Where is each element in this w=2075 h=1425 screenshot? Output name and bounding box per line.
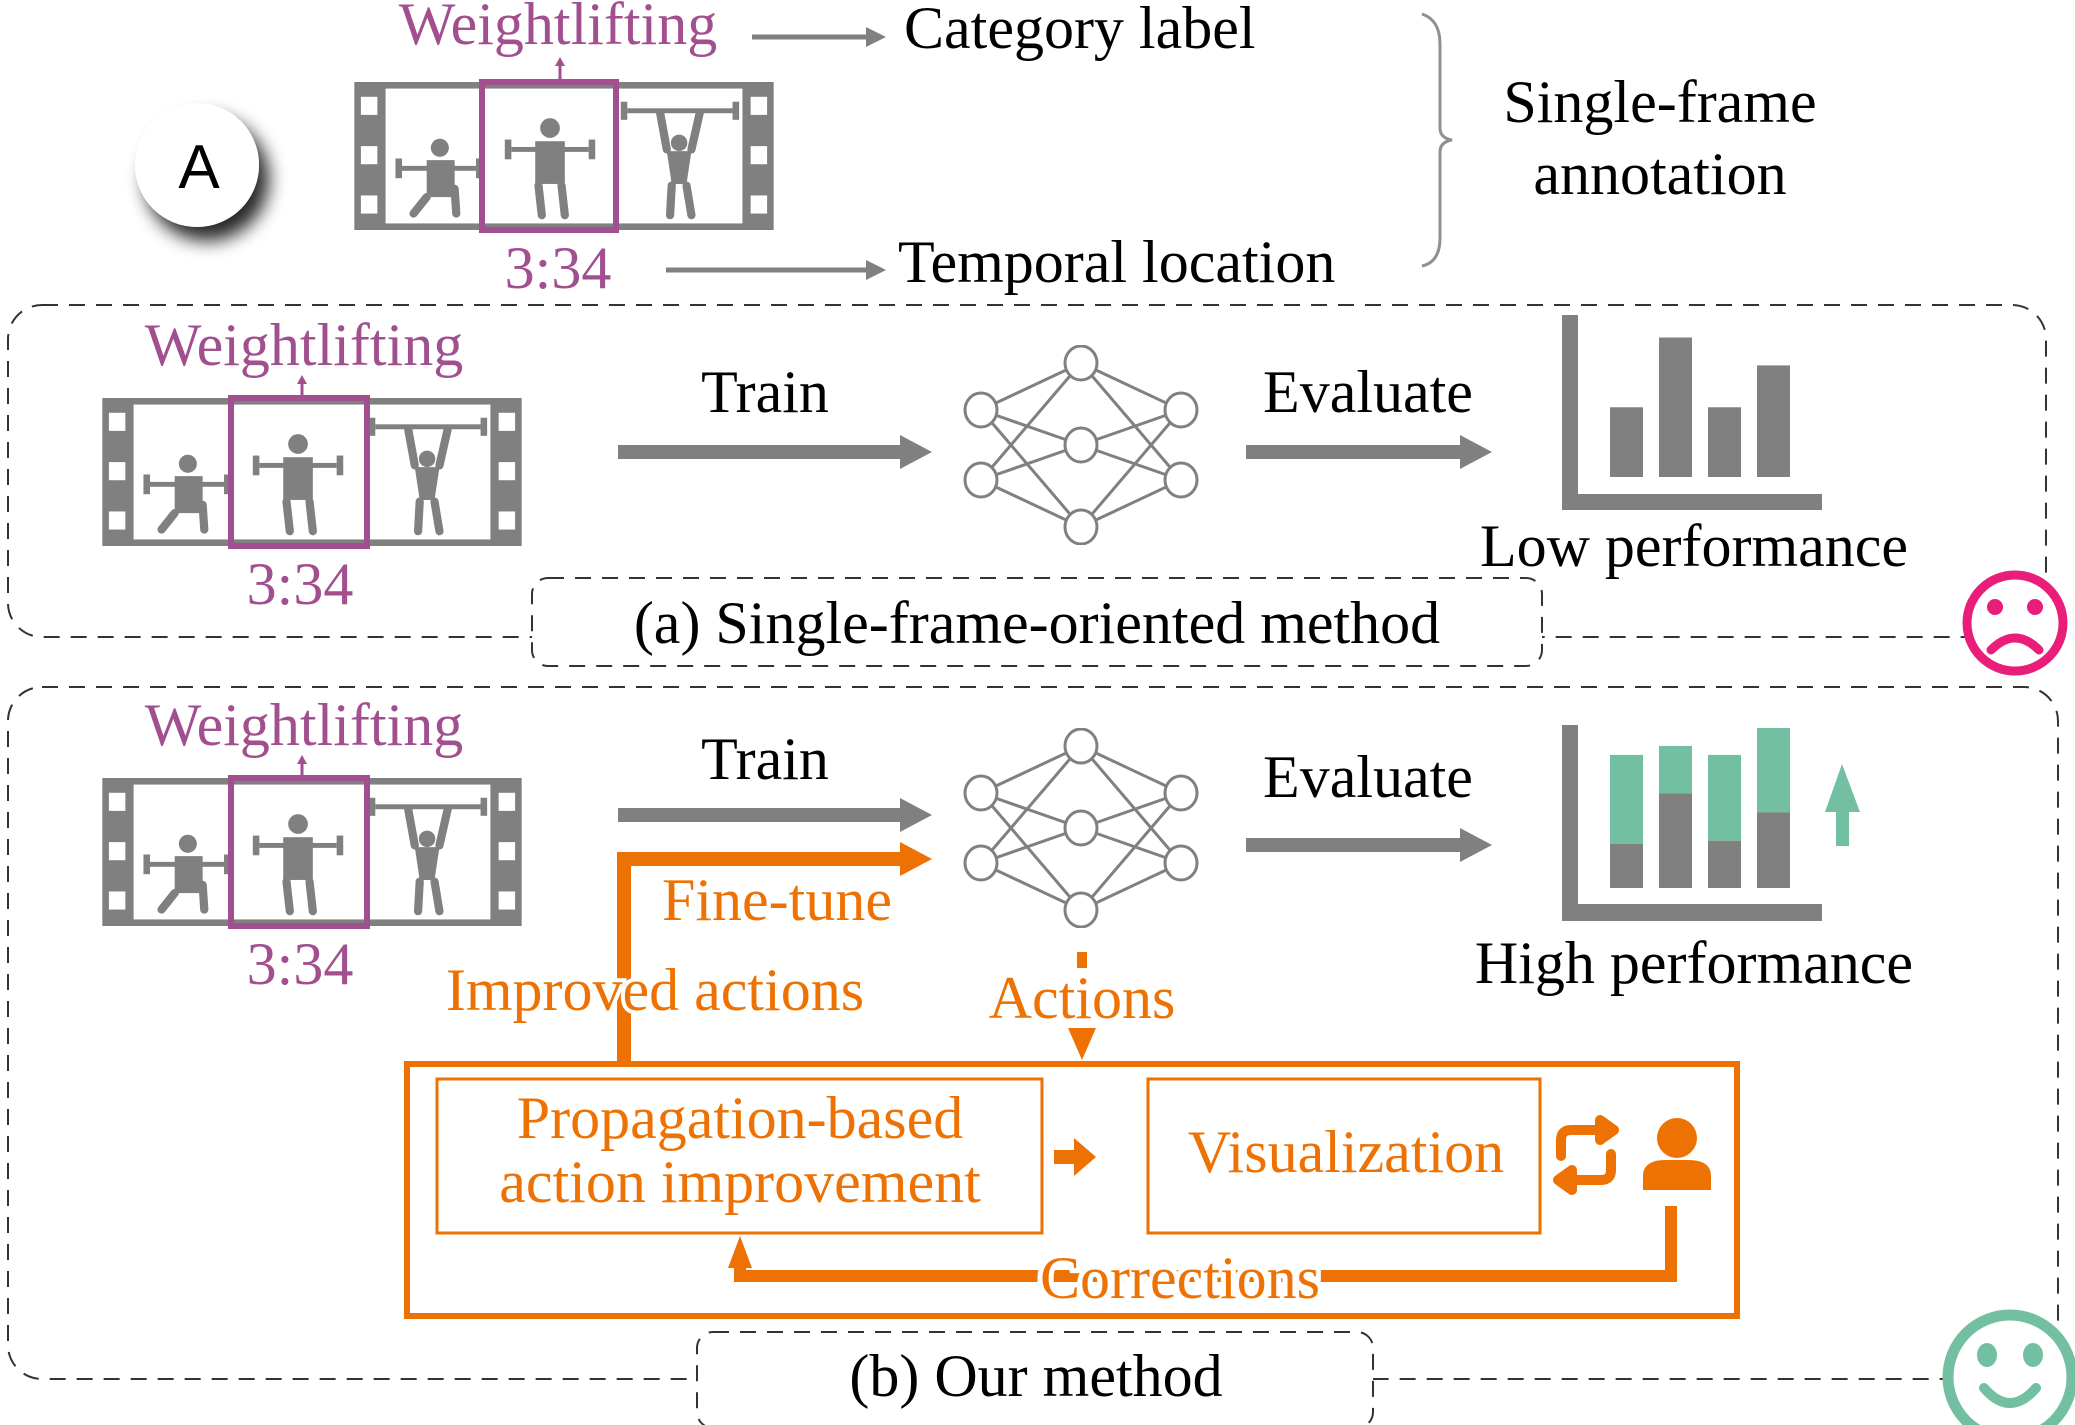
panel-a-timestamp: 3:34: [247, 551, 354, 617]
panel-a-chart-x-axis: [1562, 494, 1822, 510]
panel-a-bar: [1610, 407, 1643, 477]
panel-a-caption: (a) Single-frame-oriented method: [634, 590, 1440, 656]
panel-b-bar-base: [1708, 840, 1741, 888]
panel-a-caption-box: [531, 577, 1543, 667]
panel-b-category: Weightlifting: [145, 692, 463, 758]
panel-b-actions-arrow: [1068, 952, 1096, 1060]
panel-b-caption-box: [696, 1331, 1374, 1425]
improvement-up-arrow: [1825, 764, 1860, 846]
panel-b-bar-improvement: [1757, 728, 1790, 813]
panel-b-bar-improvement: [1659, 745, 1692, 794]
panel-b-result-label: High performance: [1475, 930, 1913, 996]
panel-a-category: Weightlifting: [145, 312, 463, 378]
annotation-brace: [1421, 12, 1453, 268]
category-up-arrow: [555, 57, 565, 82]
panel-b-bar-chart-icon: [1562, 725, 1860, 921]
panel-a-bar: [1757, 365, 1790, 477]
panel-b-chart-y-axis: [1562, 725, 1578, 921]
panel-b-chart-x-axis: [1562, 904, 1822, 921]
propagation-box-line2: action improvement: [499, 1149, 981, 1215]
film-strip-top: [354, 82, 773, 230]
panel-a-result-label: Low performance: [1480, 513, 1908, 579]
timestamp-top: 3:34: [505, 235, 612, 301]
sad-face-icon: [1962, 570, 2068, 676]
brace-label-line2: annotation: [1533, 141, 1786, 207]
panel-b-actions-label: Actions: [989, 965, 1176, 1031]
panel-a-bar: [1659, 337, 1692, 477]
panel-b-bar-improvement: [1610, 754, 1643, 844]
header-section: A Weightlifting 3:34 Category label Temp…: [135, 0, 1817, 301]
user-icon: [1643, 1118, 1711, 1190]
brace-label-line1: Single-frame: [1503, 69, 1816, 135]
refresh-loop-icon: [1553, 1115, 1619, 1195]
category-label-top: Weightlifting: [399, 0, 717, 57]
panel-b-bar-improvement: [1708, 754, 1741, 841]
panel-our-method: Weightlifting 3:34 Train Fine-tune Impro…: [7, 686, 2075, 1425]
panel-b-bar-base: [1610, 843, 1643, 888]
category-label-caption: Category label: [904, 0, 1256, 61]
panel-b-bar-base: [1757, 812, 1790, 888]
temporal-arrow: [666, 260, 886, 280]
panel-b-train-label: Train: [701, 726, 829, 792]
panel-b-timestamp: 3:34: [247, 931, 354, 997]
panel-a-evaluate-label: Evaluate: [1263, 359, 1473, 425]
panel-b-train-arrow: [618, 798, 932, 832]
panel-b-selected-frame: [228, 775, 370, 929]
category-arrow: [752, 27, 886, 47]
visualization-box: [1146, 1077, 1542, 1235]
section-badge-label: A: [178, 133, 220, 202]
panel-b-film-strip: [102, 778, 521, 926]
corrections-arrow: [728, 1206, 1677, 1282]
section-badge: [135, 103, 259, 227]
panel-a-bar-chart-icon: [1562, 315, 1822, 510]
panel-b-bar-base: [1659, 793, 1692, 888]
panel-a-bar: [1708, 407, 1741, 477]
selected-frame-top: [479, 79, 619, 233]
propagation-to-visualization-arrow: [1054, 1138, 1096, 1176]
panel-a-selected-frame: [228, 395, 370, 549]
panel-single-frame: Weightlifting 3:34 Train Evaluate: [7, 304, 2068, 676]
panel-b-caption: (b) Our method: [849, 1343, 1222, 1409]
panel-a-film-strip: [102, 398, 521, 546]
panel-a-neural-network: [963, 345, 1199, 545]
panel-a-train-label: Train: [701, 359, 829, 425]
panel-b-evaluate-label: Evaluate: [1263, 744, 1473, 810]
propagation-box-line1: Propagation-based: [517, 1085, 964, 1151]
panel-b-evaluate-arrow: [1246, 828, 1492, 862]
panel-b-finetune-arrow: [617, 842, 932, 1064]
propagation-box: [435, 1077, 1044, 1235]
panel-a-chart-y-axis: [1562, 315, 1578, 510]
panel-a-evaluate-arrow: [1246, 435, 1492, 469]
panel-b-finetune-label: Fine-tune: [662, 867, 892, 933]
corrections-label: Corrections: [1040, 1245, 1320, 1311]
interactive-loop-box: [404, 1061, 1740, 1319]
panel-a-train-arrow: [618, 435, 932, 469]
panel-b-improved-label: Improved actions: [446, 957, 864, 1023]
happy-face-icon: [1942, 1309, 2075, 1425]
panel-b-neural-network: [963, 728, 1199, 928]
visualization-box-label: Visualization: [1188, 1119, 1504, 1185]
temporal-location-caption: Temporal location: [898, 229, 1335, 295]
